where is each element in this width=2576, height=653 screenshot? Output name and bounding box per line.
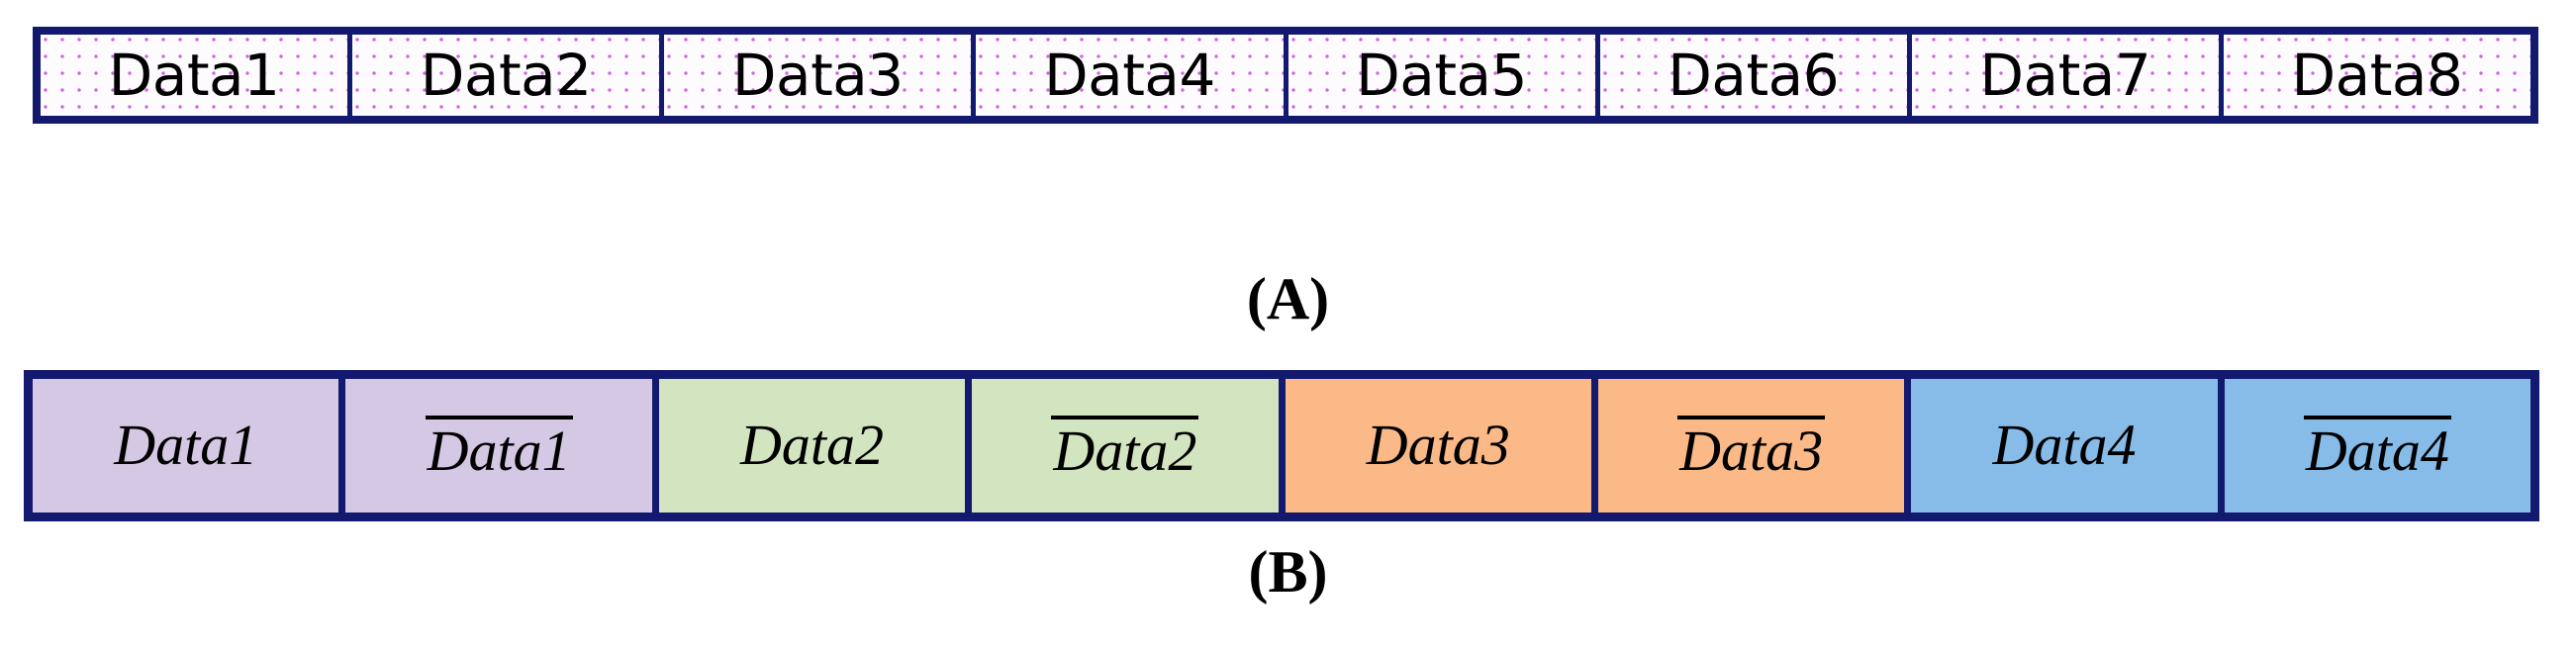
panel-b-data-strip: Data1 Data1 Data2 Data2 Data3 Data3 Data… bbox=[24, 370, 2539, 521]
panel-a-cell: Data7 bbox=[1911, 35, 2224, 116]
panel-b-cell-label-complement: Data3 bbox=[1677, 416, 1826, 482]
panel-a-data-strip: Data1 Data2 Data3 Data4 Data5 Data6 Data… bbox=[33, 27, 2538, 124]
panel-a-cell: Data3 bbox=[664, 35, 977, 116]
panel-a-caption: (A) bbox=[0, 269, 2576, 328]
panel-a-caption-text: (A) bbox=[1246, 266, 1330, 331]
panel-b-cell: Data4 bbox=[1911, 379, 2225, 513]
panel-b-cell: Data3 bbox=[1285, 379, 1598, 513]
panel-a-cell: Data6 bbox=[1599, 35, 1912, 116]
panel-a-cell-label: Data7 bbox=[1979, 42, 2151, 109]
panel-b-cell: Data3 bbox=[1597, 379, 1912, 513]
panel-b-cell-label: Data1 bbox=[114, 413, 258, 478]
panel-b-cell-label-complement: Data4 bbox=[2303, 416, 2451, 482]
panel-b-cell-label-complement: Data2 bbox=[1051, 416, 1199, 482]
panel-a-cell: Data5 bbox=[1288, 35, 1600, 116]
panel-b-cell-label-complement: Data1 bbox=[425, 416, 573, 482]
panel-a-cell-label: Data1 bbox=[108, 42, 280, 109]
panel-b-cell: Data1 bbox=[345, 379, 659, 513]
panel-a-cell: Data4 bbox=[976, 35, 1288, 116]
panel-b-cell-label: Data4 bbox=[1992, 413, 2137, 478]
panel-a-cell: Data2 bbox=[352, 35, 665, 116]
panel-a-cell-label: Data2 bbox=[420, 42, 592, 109]
panel-b-cell-label: Data2 bbox=[739, 413, 884, 478]
panel-a-cell-label: Data4 bbox=[1043, 42, 1215, 109]
panel-a-cell-label: Data5 bbox=[1356, 42, 1527, 109]
panel-a-cell: Data8 bbox=[2223, 35, 2530, 116]
panel-b-cell: Data2 bbox=[658, 379, 973, 513]
panel-a-cell: Data1 bbox=[41, 35, 353, 116]
panel-b-caption: (B) bbox=[0, 542, 2576, 602]
panel-a-cell-label: Data6 bbox=[1668, 42, 1840, 109]
panel-b-cell: Data4 bbox=[2224, 379, 2530, 513]
panel-b-cell: Data1 bbox=[33, 379, 346, 513]
panel-a-cell-label: Data8 bbox=[2291, 42, 2463, 109]
panel-b-cell: Data2 bbox=[972, 379, 1286, 513]
panel-b-cell-label: Data3 bbox=[1366, 413, 1510, 478]
panel-a-cell-label: Data3 bbox=[731, 42, 904, 109]
panel-b-caption-text: (B) bbox=[1248, 539, 1328, 605]
